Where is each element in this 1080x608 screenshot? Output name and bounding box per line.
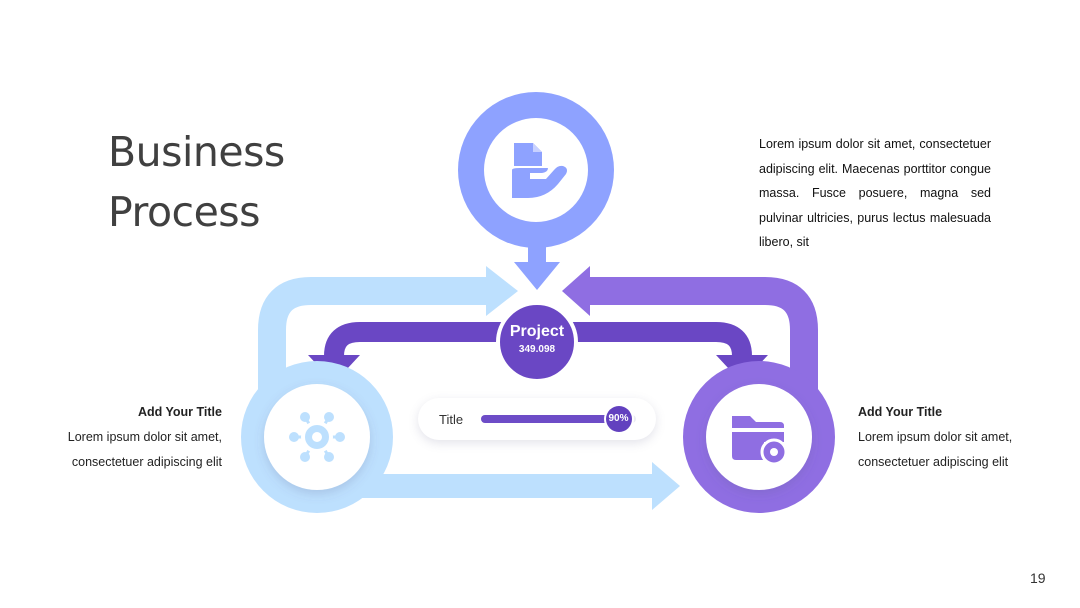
- right-block-line1: Lorem ipsum dolor sit amet,: [858, 430, 1013, 444]
- page-number: 19: [1030, 570, 1046, 586]
- document-hand-icon: [512, 143, 567, 198]
- network-gear-icon: [289, 412, 345, 462]
- right-block-heading: Add Your Title: [858, 405, 943, 419]
- progress-track: 90%: [481, 406, 636, 432]
- violet-loop-top: [583, 277, 818, 395]
- right-text-block: Add Your Title Lorem ipsum dolor sit ame…: [858, 400, 1028, 475]
- project-value: 349.098: [519, 344, 556, 355]
- purple-arm-left: [324, 322, 520, 357]
- project-title: Project: [510, 323, 565, 340]
- violet-arrowhead-top: [562, 266, 590, 316]
- progress-fill: [481, 415, 619, 423]
- left-block-line2: consectetuer adipiscing elit: [71, 455, 222, 469]
- project-node: [496, 301, 578, 383]
- slide-title-line1: Business: [108, 128, 285, 176]
- light-blue-loop-top: [258, 277, 493, 395]
- purple-arm-right: [556, 322, 752, 357]
- progress-card: Title 90%: [418, 398, 656, 440]
- light-blue-arrowhead-bottom: [652, 462, 680, 510]
- slide-title-line2: Process: [108, 188, 261, 236]
- progress-label: Title: [439, 412, 464, 427]
- folder-gear-icon: [732, 416, 788, 466]
- left-text-block: Add Your Title Lorem ipsum dolor sit ame…: [52, 400, 222, 475]
- description-paragraph: Lorem ipsum dolor sit amet, consectetuer…: [759, 137, 991, 249]
- slide-title: Business Process: [108, 122, 285, 242]
- right-block-line2: consectetuer adipiscing elit: [858, 455, 1009, 469]
- left-block-heading: Add Your Title: [137, 405, 222, 419]
- progress-knob[interactable]: 90%: [605, 406, 632, 432]
- top-stem-arrowhead: [514, 262, 560, 290]
- light-blue-arrowhead-top: [486, 266, 518, 316]
- left-block-line1: Lorem ipsum dolor sit amet,: [67, 430, 222, 444]
